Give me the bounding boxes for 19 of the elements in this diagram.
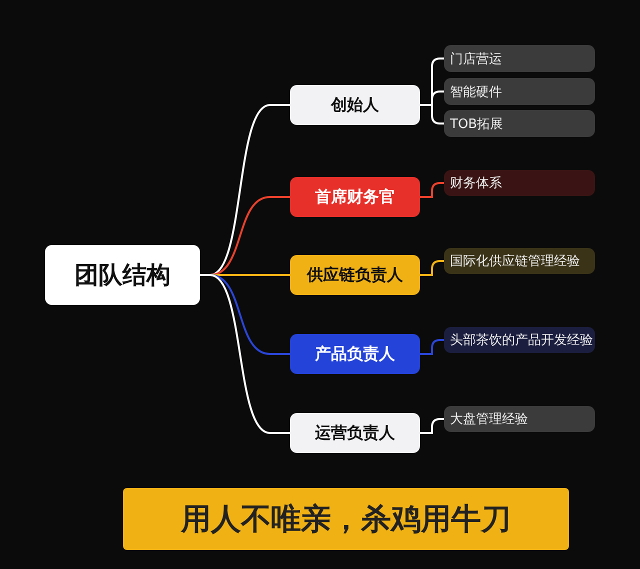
detail-box: 头部茶饮的产品开发经验 [444,327,595,353]
topic-box: 创始人 [290,85,420,125]
detail-box: 大盘管理经验 [444,406,595,432]
detail-box: TOB拓展 [444,110,595,137]
topic-box: 运营负责人 [290,413,420,453]
connector-line [420,182,444,198]
root-box: 团队结构 [45,245,200,305]
topic-box: 供应链负责人 [290,255,420,295]
connector-line [200,274,290,434]
connector-line [420,339,444,355]
detail-box: 国际化供应链管理经验 [444,248,595,274]
detail-box: 财务体系 [444,170,595,196]
slogan-banner: 用人不唯亲，杀鸡用牛刀 [123,488,569,550]
detail-box: 智能硬件 [444,78,595,105]
connector-line [420,260,444,276]
connector-line [420,418,444,434]
topic-box: 产品负责人 [290,334,420,374]
detail-box: 门店营运 [444,45,595,72]
topic-box: 首席财务官 [290,177,420,217]
